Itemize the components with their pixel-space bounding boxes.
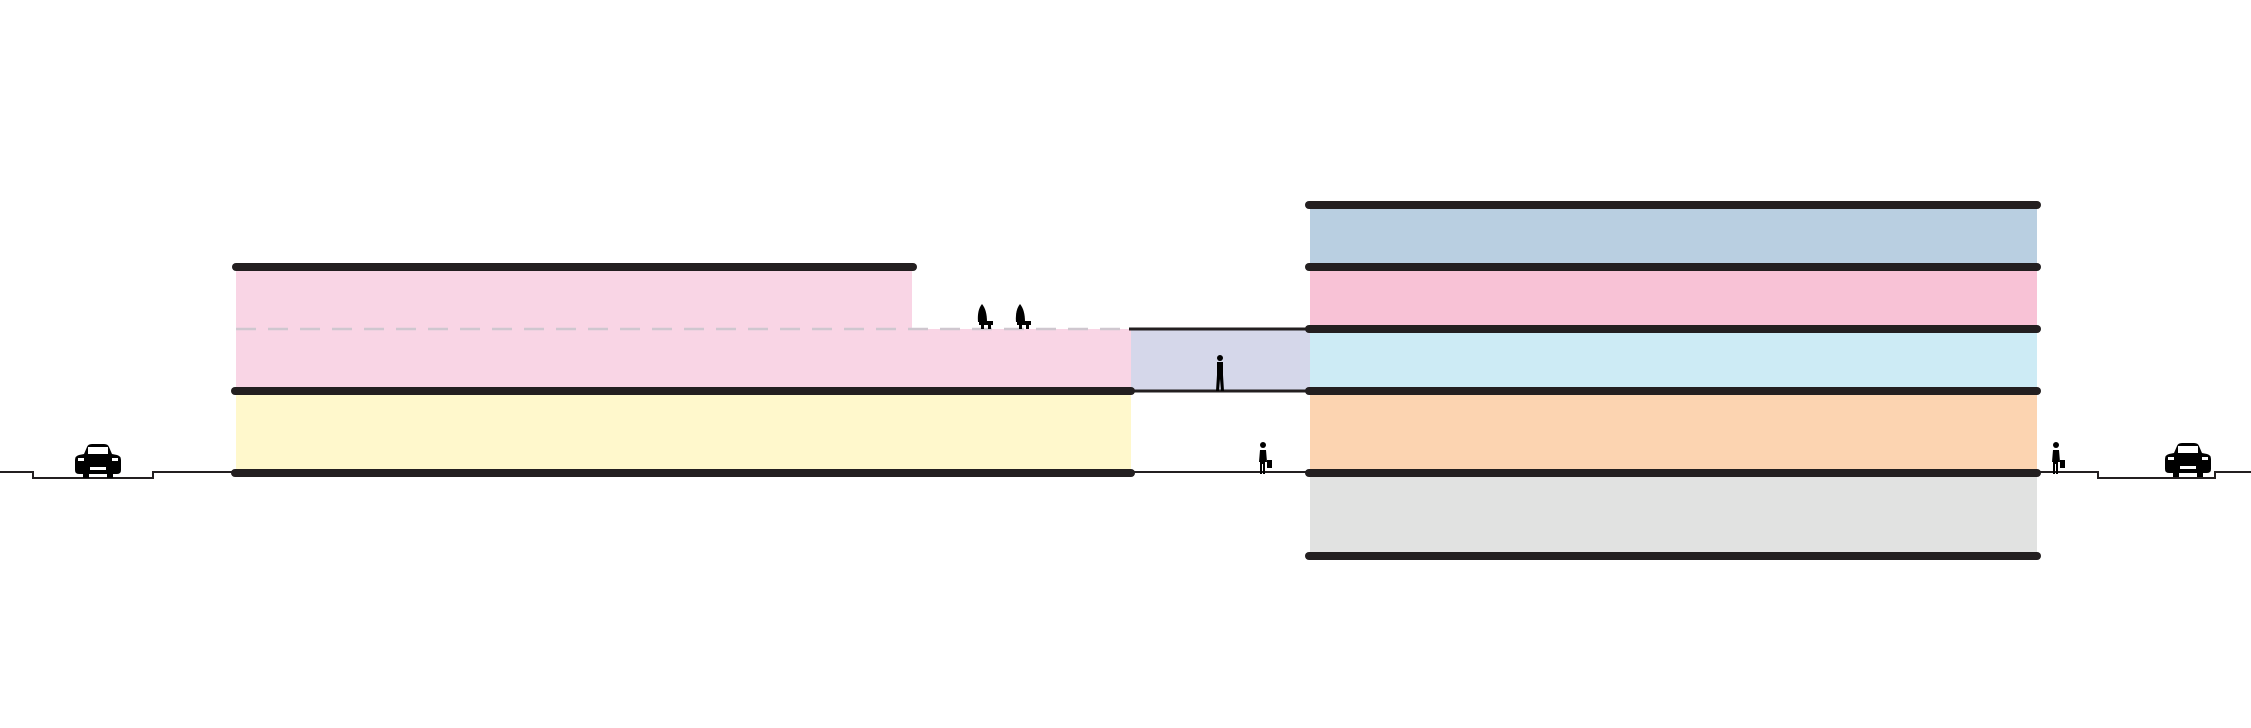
seated-people-icon-1 [977, 304, 993, 329]
east-level-2-volume [1310, 333, 2037, 391]
west-level-2-volume [236, 267, 1131, 391]
car-icon-left [75, 444, 121, 478]
west-level-1-volume [236, 395, 1131, 473]
east-basement-volume [1310, 476, 2037, 555]
seated-people-icon-2 [1015, 304, 1031, 329]
pedestrian-icon-right [2052, 442, 2065, 474]
pedestrian-icon-center [1259, 442, 1272, 474]
car-icon-right [2165, 443, 2211, 477]
east-level-3-volume [1310, 270, 2037, 329]
east-level-4-volume [1310, 207, 2037, 266]
east-level-1-volume [1310, 395, 2037, 473]
